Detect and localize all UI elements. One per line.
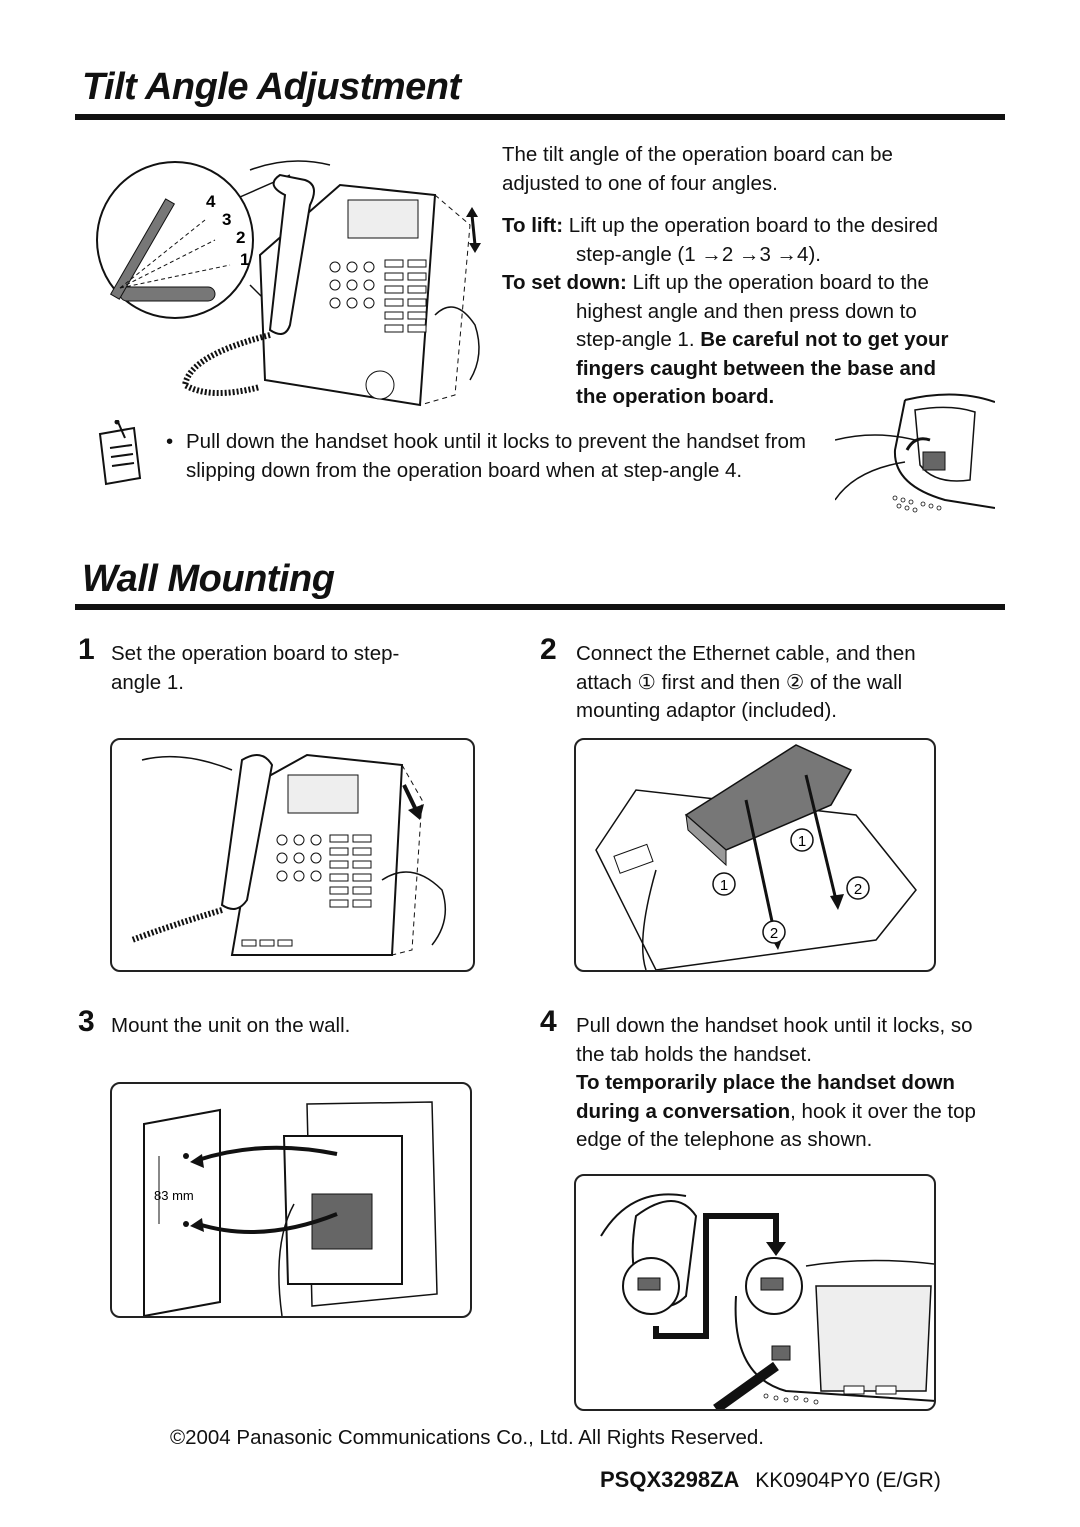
step-2-figure: 1 1 2 2 (574, 738, 936, 972)
note-icon (90, 420, 150, 490)
step-3-number: 3 (78, 1005, 95, 1038)
step-4-rest: , hook it over the top edge of the telep… (576, 1099, 976, 1152)
angle-label-4: 4 (206, 192, 216, 211)
step-4-temporary: To temporarily place the handset down du… (576, 1069, 1016, 1155)
wall-title-rule (75, 604, 1005, 610)
copyright: ©2004 Panasonic Communications Co., Ltd.… (170, 1426, 764, 1449)
step-4-bold: To temporarily place the handset down du… (576, 1071, 955, 1123)
note-bullet: • (166, 430, 174, 453)
wall-section-title: Wall Mounting (82, 558, 335, 600)
step-4-number: 4 (540, 1005, 557, 1038)
adaptor-circle-2a: 2 (854, 881, 862, 898)
warning-2: fingers caught between the base and (576, 356, 936, 380)
angle-label-3: 3 (222, 210, 231, 229)
model-number: PSQX3298ZA (600, 1467, 740, 1492)
adaptor-circle-2b: 2 (770, 925, 778, 942)
setdown-line-2: highest angle and then press down to (576, 299, 917, 323)
step-1-number: 1 (78, 633, 95, 666)
dimension-label: 83 mm (154, 1188, 194, 1203)
lift-line: To lift: Lift up the operation board to … (502, 212, 1012, 241)
setdown-label: To set down: (502, 271, 627, 294)
step-2-text: Connect the Ethernet cable, and then att… (576, 642, 916, 722)
tilt-section-title: Tilt Angle Adjustment (82, 66, 461, 108)
step-4-text: Pull down the handset hook until it lock… (576, 1014, 973, 1066)
adaptor-circle-1b: 1 (798, 833, 806, 850)
note-text: Pull down the handset hook until it lock… (186, 430, 806, 482)
footer-code: PSQX3298ZA KK0904PY0 (E/GR) (600, 1467, 941, 1493)
setdown-line-3: step-angle 1. Be careful not to get your (502, 326, 1012, 355)
adaptor-circle-1a: 1 (720, 877, 728, 894)
lift-label: To lift: (502, 214, 564, 237)
step-1-text: Set the operation board to step-angle 1. (111, 642, 400, 694)
setdown-text: Lift up the operation board to the (632, 271, 929, 294)
step-2-number: 2 (540, 633, 557, 666)
tilt-intro: The tilt angle of the operation board ca… (502, 143, 893, 195)
warning-1: Be careful not to get your (700, 328, 949, 351)
tilt-illustration: 4 3 2 1 (90, 155, 510, 420)
setdown-text-3: step-angle 1. (576, 328, 695, 351)
step-4-figure (574, 1174, 936, 1411)
warning-3: the operation board. (576, 385, 775, 408)
lift-text: Lift up the operation board to the desir… (568, 214, 939, 237)
print-code: KK0904PY0 (E/GR) (755, 1469, 941, 1492)
tilt-title-rule (75, 114, 1005, 120)
tilt-instructions: To lift: Lift up the operation board to … (502, 212, 1012, 412)
step-3-text: Mount the unit on the wall. (111, 1014, 351, 1037)
hook-illustration (835, 390, 995, 518)
step-3-figure: 83 mm (110, 1082, 472, 1318)
setdown-line: To set down: Lift up the operation board… (502, 269, 1012, 298)
angle-label-1: 1 (240, 250, 249, 269)
step-1-figure (110, 738, 475, 972)
angle-label-2: 2 (236, 228, 245, 247)
lift-line-2: step-angle (1 →2 →3 →4). (576, 242, 821, 266)
